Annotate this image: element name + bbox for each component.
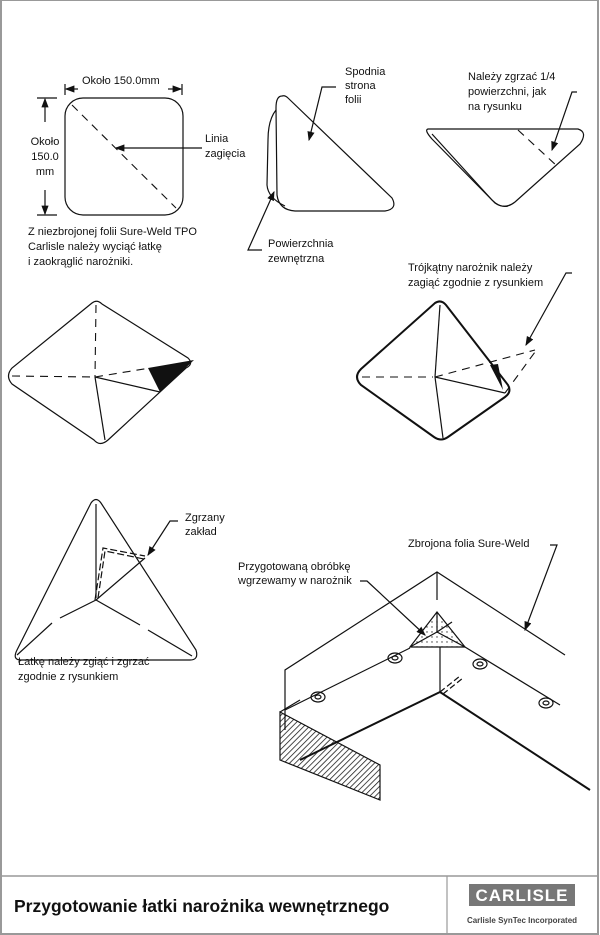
height-dimension-label-2: 150.0: [31, 151, 59, 163]
width-dimension-label: Około 150.0mm: [82, 75, 160, 87]
weld-quarter-label-1: Należy zgrzać 1/4: [468, 71, 555, 83]
step6-caption-1: Łatkę należy zgiąć i zgrzać: [18, 656, 150, 668]
fold-line-label-2: zagięcia: [205, 148, 246, 160]
step6-caption-2: zgodnie z rysunkiem: [18, 671, 118, 683]
fold-corner-label-1: Trójkątny narożnik należy: [408, 262, 533, 274]
step1-caption-3: i zaokrąglić narożniki.: [28, 256, 133, 268]
step5-diamond-patch: [356, 272, 572, 441]
drawing-title: Przygotowanie łatki narożnika wewnętrzne…: [14, 896, 389, 916]
step1-caption-2: Carlisle należy wyciąć łatkę: [28, 241, 162, 253]
height-dimension-label-1: Około: [31, 136, 60, 148]
patch-install-label-2: wgrzewamy w narożnik: [237, 575, 352, 587]
carlisle-logo: CARLISLE: [469, 884, 575, 906]
underside-label-2: strona: [345, 80, 376, 92]
logo-wordmark: CARLISLE: [476, 886, 569, 905]
fold-line-label-1: Linia: [205, 133, 229, 145]
step1-caption-1: Z niezbrojonej folii Sure-Weld TPO: [28, 226, 197, 238]
weld-quarter-label-2: powierzchni, jak: [468, 86, 547, 98]
step1-square-patch: [37, 84, 202, 216]
underside-label-1: Spodnia: [345, 66, 386, 78]
step3-folded-patch: [426, 91, 585, 207]
reinforced-membrane-label: Zbrojona folia Sure-Weld: [408, 538, 529, 550]
welded-lap-label-1: Zgrzany: [185, 512, 225, 524]
underside-label-3: folii: [345, 94, 362, 106]
footer-title-block: [0, 875, 599, 935]
welded-lap-label-2: zakład: [185, 526, 217, 538]
height-dimension-label-3: mm: [36, 166, 54, 178]
outer-surface-label-2: zewnętrzna: [268, 253, 325, 265]
weld-quarter-label-3: na rysunku: [468, 101, 522, 113]
patch-install-label-1: Przygotowaną obróbkę: [238, 561, 351, 573]
step6-triangle-patch: [14, 498, 198, 661]
outer-surface-label-1: Powierzchnia: [268, 238, 334, 250]
company-name: Carlisle SynTec Incorporated: [467, 916, 577, 925]
step2-folded-patch: [247, 86, 395, 251]
step4-diamond-patch: [7, 300, 194, 445]
step7-corner-installation: [279, 544, 591, 801]
fold-corner-label-2: zagiąć zgodnie z rysunkiem: [408, 277, 543, 289]
